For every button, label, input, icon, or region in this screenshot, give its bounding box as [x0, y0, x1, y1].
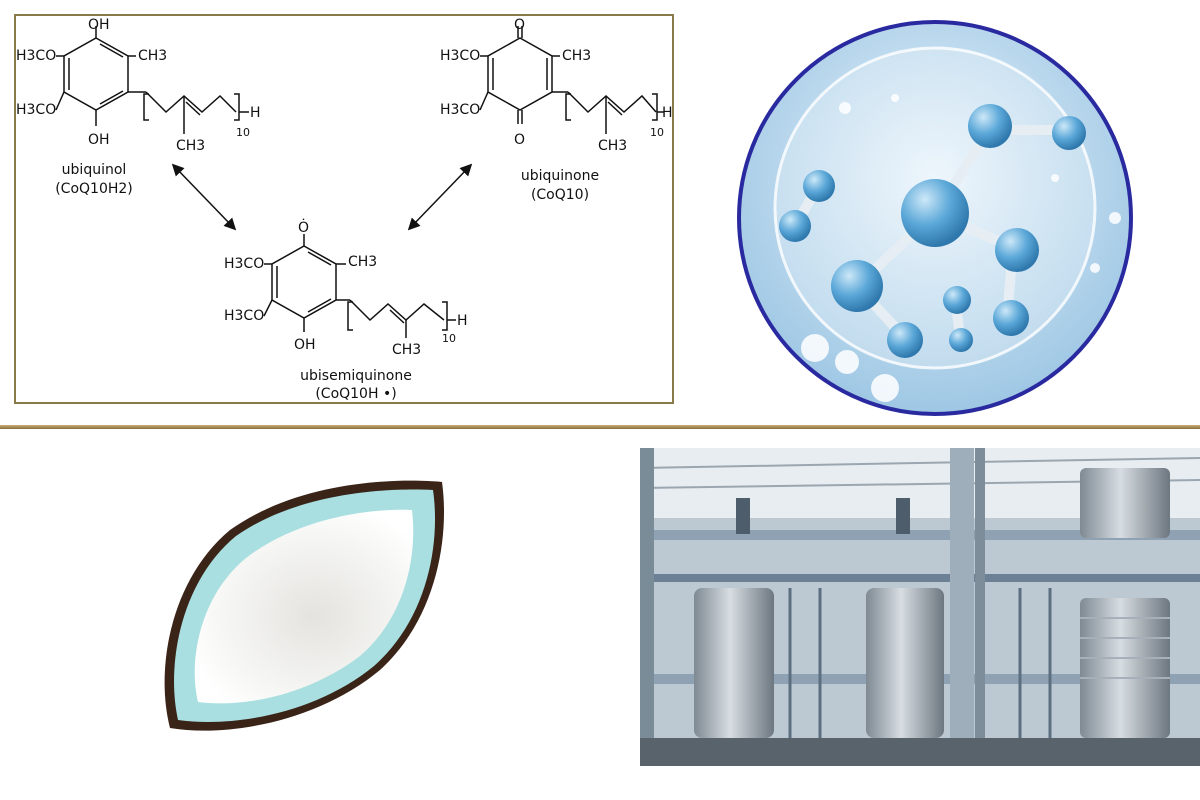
- ubisemiquinone-repeat: 10: [442, 332, 456, 345]
- ubiquinone-oxo-bottom: O: [514, 132, 525, 148]
- ubiquinol-methoxy-1: H3CO: [16, 48, 56, 64]
- ubiquinone-methoxy-2: H3CO: [440, 102, 480, 118]
- ubiquinone-methoxy-1: H3CO: [440, 48, 480, 64]
- ubiquinone-chain-methyl: CH3: [598, 138, 627, 154]
- ubiquinol-formula: (CoQ10H2): [55, 181, 133, 197]
- ubiquinone-structure: [479, 26, 664, 134]
- ubisemiquinone-name: ubisemiquinone: [300, 368, 412, 384]
- ubiquinone-formula: (CoQ10): [531, 187, 589, 203]
- ubiquinol-terminal-h: H: [250, 105, 261, 121]
- ubiquinone-oxo-top: O: [514, 17, 525, 33]
- section-divider: [0, 425, 1200, 429]
- ubisemiquinone-chain-methyl: CH3: [392, 342, 421, 358]
- ubiquinone-terminal-h: H: [662, 105, 672, 121]
- factory-photo: [640, 448, 1200, 766]
- ubiquinol-methyl: CH3: [138, 48, 167, 64]
- powder-dish-photo: [164, 480, 445, 731]
- arrow-ubiquinone-semiquinone: [407, 163, 473, 231]
- ubisemiquinone-terminal-h: H: [457, 313, 468, 329]
- ubisemiquinone-methyl: CH3: [348, 254, 377, 270]
- ubiquinol-oh-bottom: OH: [88, 132, 110, 148]
- ubiquinol-name: ubiquinol: [62, 162, 127, 178]
- ubiquinol-methoxy-2: H3CO: [16, 102, 56, 118]
- ubiquinol-chain-methyl: CH3: [176, 138, 205, 154]
- arrow-ubiquinol-semiquinone: [171, 163, 237, 231]
- molecule-illustration: [737, 20, 1133, 416]
- ubisemiquinone-methoxy-1: H3CO: [224, 256, 264, 272]
- ubiquinone-repeat: 10: [650, 126, 664, 139]
- ubisemiquinone-formula: (CoQ10H •): [315, 386, 396, 402]
- chemistry-diagram-panel: OH OH H3CO H3CO CH3 CH3 H 10 ubiquinol (…: [14, 14, 674, 404]
- ubiquinone-name: ubiquinone: [521, 168, 599, 184]
- ubisemiquinone-methoxy-2: H3CO: [224, 308, 264, 324]
- ubiquinone-methyl: CH3: [562, 48, 591, 64]
- ubiquinol-structure: [55, 26, 249, 134]
- ubisemiquinone-oh-bottom: OH: [294, 337, 316, 353]
- ubiquinol-repeat: 10: [236, 126, 250, 139]
- ubisemiquinone-radical-oxygen: Ȯ: [298, 218, 309, 236]
- chemistry-diagram: OH OH H3CO H3CO CH3 CH3 H 10 ubiquinol (…: [16, 17, 672, 402]
- ubisemiquinone-structure: [263, 234, 456, 338]
- ubiquinol-oh-top: OH: [88, 17, 110, 33]
